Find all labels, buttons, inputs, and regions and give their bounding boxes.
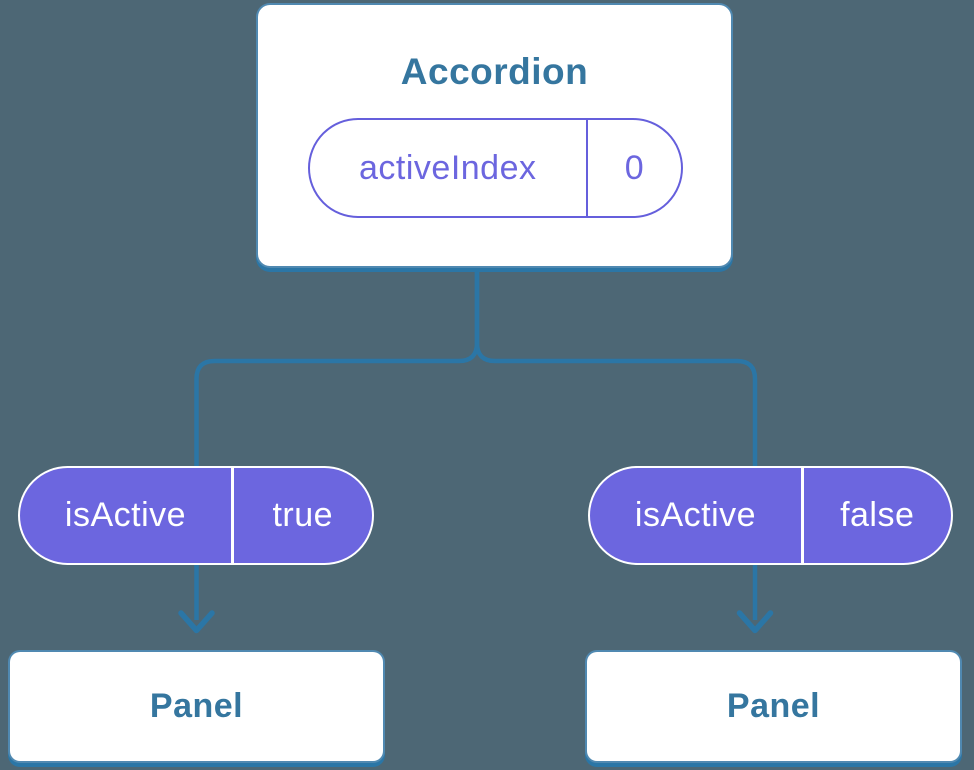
accordion-node-title: Accordion [400, 51, 589, 92]
prop-pill-right-key: isActive [634, 496, 757, 534]
accordion-node: Accordion activeIndex 0 [256, 3, 733, 268]
state-pill-divider [585, 120, 588, 216]
prop-pill-right-value: false [840, 496, 915, 534]
prop-pill-left-value: true [272, 496, 334, 534]
prop-pill-left-key: isActive [64, 496, 187, 534]
prop-pill-left: isActive true [18, 466, 374, 565]
panel-node-left: Panel [8, 650, 385, 763]
prop-pill-right: isActive false [588, 466, 953, 565]
state-pill: activeIndex 0 [308, 118, 683, 218]
state-pill-key: activeIndex [359, 148, 537, 187]
state-pill-value: 0 [624, 148, 645, 187]
arrowhead-down-right-icon [736, 610, 774, 634]
arrowhead-down-left-icon [178, 610, 215, 634]
prop-pill-left-divider [231, 468, 234, 563]
connector-left-branch [194, 270, 480, 620]
connector-right-branch [474, 270, 758, 620]
panel-node-left-title: Panel [149, 687, 244, 725]
panel-node-right: Panel [585, 650, 962, 763]
panel-node-right-title: Panel [726, 687, 821, 725]
prop-pill-right-divider [801, 468, 804, 563]
